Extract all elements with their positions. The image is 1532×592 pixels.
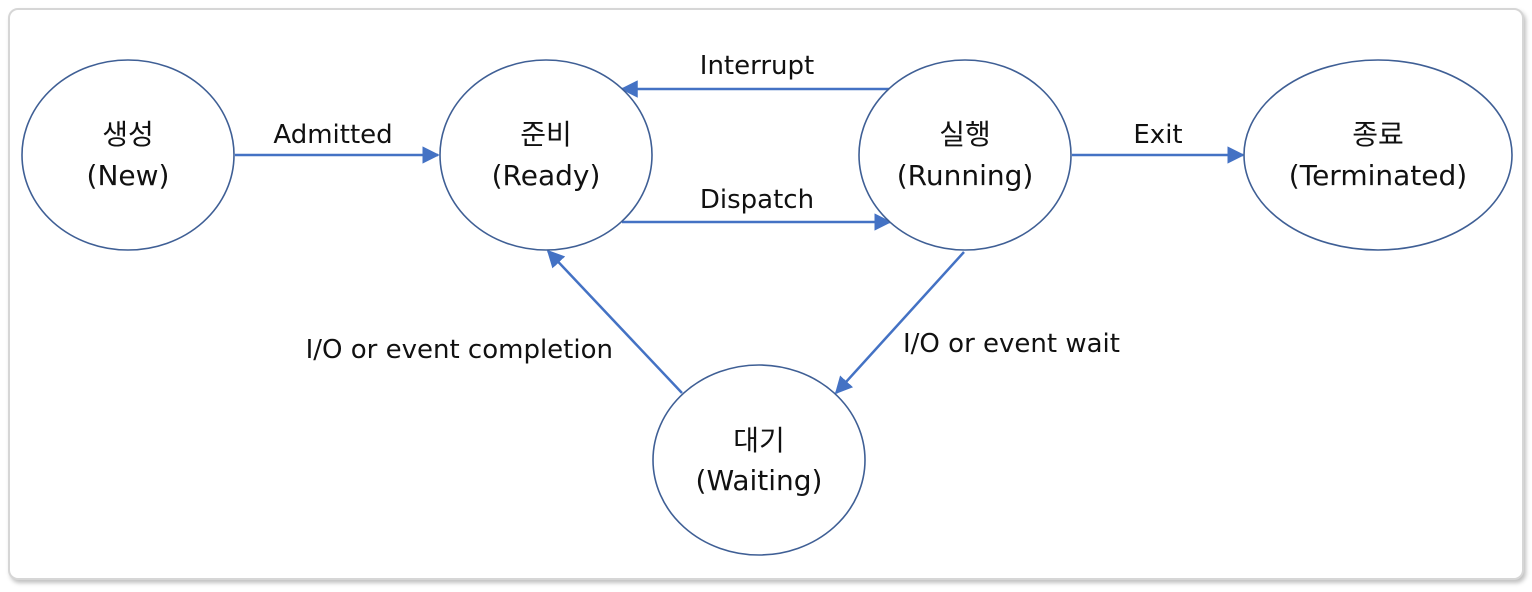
state-waiting-ko: 대기 xyxy=(733,424,785,457)
state-ready-en: (Ready) xyxy=(492,159,601,192)
edge-io-wait xyxy=(834,251,965,395)
label-interrupt: Interrupt xyxy=(700,51,814,81)
state-ready-ko: 준비 xyxy=(520,118,572,151)
label-exit: Exit xyxy=(1133,120,1182,150)
label-io-wait: I/O or event wait xyxy=(903,329,1120,359)
state-terminated: 종료 (Terminated) xyxy=(1243,59,1513,251)
state-new-ko: 생성 xyxy=(102,118,154,151)
state-terminated-ko: 종료 xyxy=(1352,118,1404,151)
state-new-en: (New) xyxy=(87,159,170,192)
edge-io-completion xyxy=(546,249,683,394)
state-running-ko: 실행 xyxy=(939,118,991,151)
state-terminated-en: (Terminated) xyxy=(1289,159,1467,192)
label-admitted: Admitted xyxy=(273,120,392,150)
label-dispatch: Dispatch xyxy=(700,185,814,215)
state-new: 생성 (New) xyxy=(21,59,235,251)
state-running: 실행 (Running) xyxy=(858,59,1072,251)
state-running-en: (Running) xyxy=(897,159,1034,192)
state-waiting-en: (Waiting) xyxy=(696,464,823,497)
state-ready: 준비 (Ready) xyxy=(439,59,653,251)
state-waiting: 대기 (Waiting) xyxy=(652,364,866,556)
label-io-completion: I/O or event completion xyxy=(306,335,613,365)
